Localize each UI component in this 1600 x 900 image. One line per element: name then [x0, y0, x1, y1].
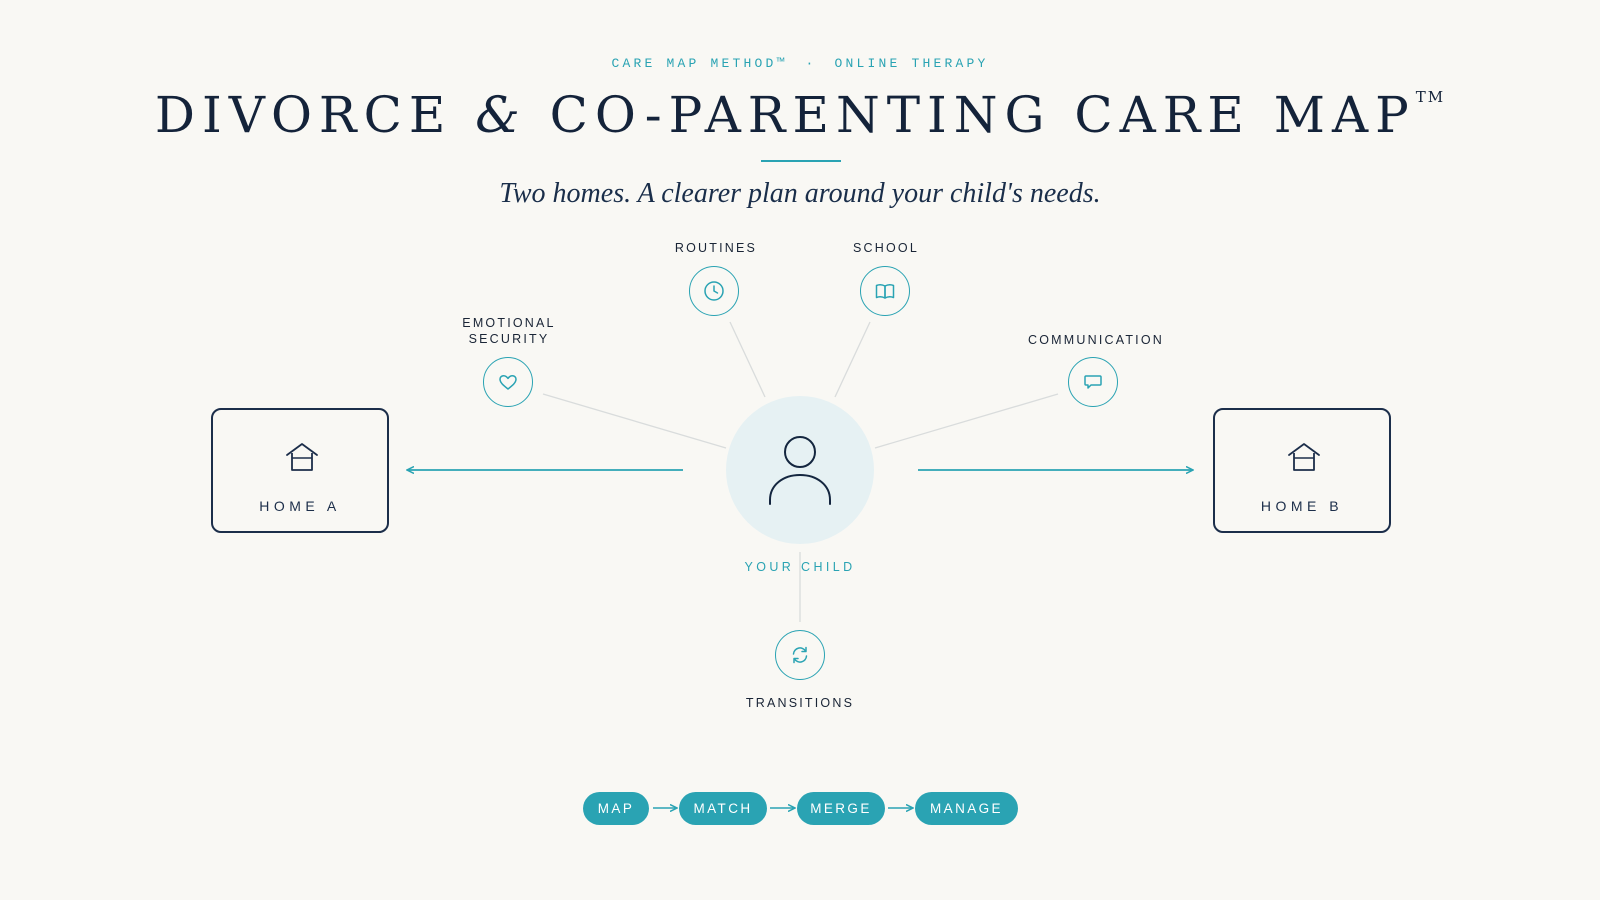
page-title: DIVORCE & CO-PARENTING CARE MAPTM	[0, 86, 1600, 144]
emotional-label-line-2: SECURITY	[468, 332, 550, 346]
connector-routines	[729, 321, 766, 398]
title-ampersand: &	[475, 86, 527, 144]
emotional-label-line-1: EMOTIONAL	[462, 316, 556, 330]
chat-bubble-icon	[1084, 375, 1102, 389]
home-a-card: HOME A	[211, 408, 389, 533]
eyebrow-separator: ·	[805, 56, 817, 71]
trademark-mark: TM	[1415, 88, 1446, 106]
heart-icon	[499, 374, 517, 390]
house-icon	[1288, 443, 1320, 471]
eyebrow: CARE MAP METHOD™ · ONLINE THERAPY	[0, 56, 1600, 71]
school-label: SCHOOL	[853, 241, 919, 255]
routines-node	[689, 266, 739, 316]
step-map: MAP	[583, 792, 649, 825]
title-part-care-map: CO-PARENTING CARE MAP	[549, 86, 1416, 144]
eyebrow-method: CARE MAP METHOD™	[611, 56, 788, 71]
routines-label: ROUTINES	[674, 241, 758, 255]
refresh-icon	[792, 646, 808, 664]
connector-emotional-security	[542, 393, 727, 449]
home-b-card: HOME B	[1213, 408, 1391, 533]
clock-icon	[704, 281, 724, 301]
step-merge: MERGE	[797, 792, 885, 825]
book-icon	[875, 284, 895, 299]
child-label: YOUR CHILD	[744, 560, 856, 574]
connector-communication	[874, 393, 1059, 449]
transitions-label: TRANSITIONS	[745, 696, 855, 710]
school-node	[860, 266, 910, 316]
connector-school	[834, 321, 871, 398]
home-a-label: HOME A	[259, 498, 341, 514]
transitions-node	[775, 630, 825, 680]
communication-label: COMMUNICATION	[1028, 333, 1164, 347]
house-icon	[286, 443, 318, 471]
home-b-label: HOME B	[1260, 498, 1344, 514]
subtitle: Two homes. A clearer plan around your ch…	[499, 178, 1101, 209]
title-part-divorce: DIVORCE	[154, 86, 453, 144]
step-match: MATCH	[679, 792, 767, 825]
eyebrow-service: ONLINE THERAPY	[834, 56, 989, 71]
emotional-security-node	[483, 357, 533, 407]
emotional-security-label: EMOTIONAL SECURITY	[409, 315, 609, 347]
child-circle	[726, 396, 874, 544]
person-icon	[769, 436, 831, 505]
title-underline	[761, 160, 841, 162]
step-manage: MANAGE	[915, 792, 1018, 825]
communication-node	[1068, 357, 1118, 407]
